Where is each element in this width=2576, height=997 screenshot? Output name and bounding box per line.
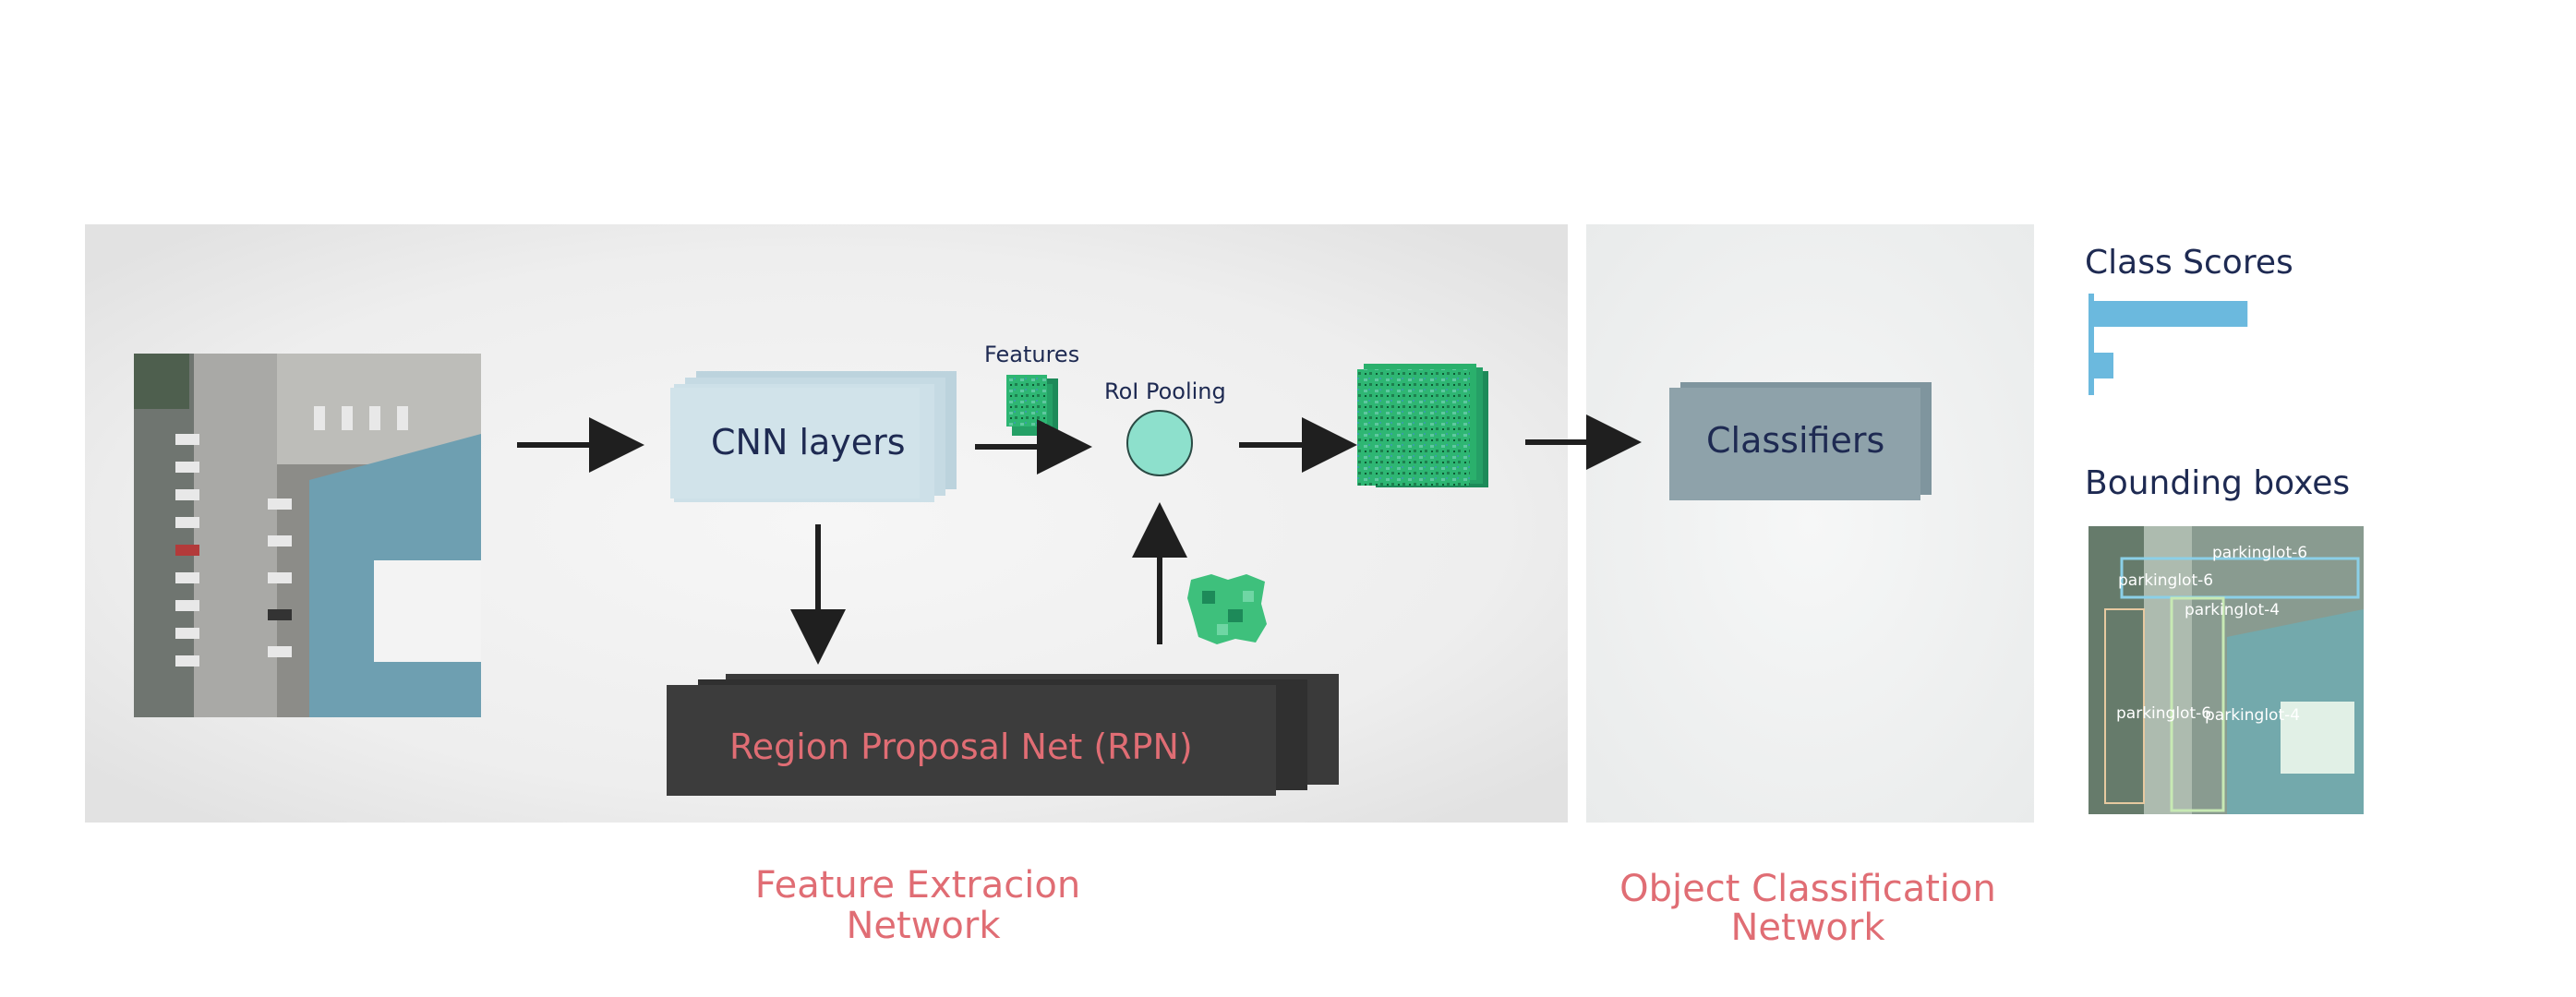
rpn-label: Region Proposal Net (RPN): [729, 727, 1193, 767]
detection-label-1: parkinglot-6: [2212, 544, 2307, 562]
roi-pooling-label: RoI Pooling: [1104, 378, 1226, 404]
class-score-bar-2: [2094, 353, 2113, 378]
cnn-layers-label: CNN layers: [711, 422, 906, 462]
bounding-boxes-label: Bounding boxes: [2085, 464, 2350, 502]
class-score-bars: [2088, 294, 2248, 395]
proposals-icon: [1187, 574, 1267, 644]
pooled-feature-map-icon: [1357, 364, 1488, 487]
section-object-classification: Object Classification Network: [1619, 868, 1996, 949]
detection-label-5: parkinglot-4: [2205, 706, 2300, 725]
detection-label-2: parkinglot-6: [2118, 571, 2213, 590]
section-feature-extraction: Feature Extracion Network: [755, 864, 1080, 947]
features-label: Features: [984, 342, 1079, 367]
section-feature-line1: Feature Extracion: [755, 864, 1080, 907]
classifiers-label: Classifiers: [1706, 420, 1884, 461]
classifiers-block: Classifiers: [1669, 382, 1932, 500]
input-image: [134, 354, 481, 717]
cnn-layers-block: CNN layers: [670, 371, 957, 502]
rpn-block: Region Proposal Net (RPN): [667, 674, 1339, 796]
section-object-line2: Network: [1730, 907, 1885, 949]
class-scores-label: Class Scores: [2085, 244, 2293, 282]
object-classification-panel: [1586, 224, 2034, 823]
detection-label-3: parkinglot-4: [2185, 601, 2280, 619]
section-feature-line2: Network: [846, 905, 1001, 947]
class-score-bar-1: [2094, 301, 2248, 327]
roi-pooling-node: [1126, 410, 1193, 476]
detection-label-4: parkinglot-6: [2116, 704, 2211, 723]
section-object-line1: Object Classification: [1619, 868, 1996, 910]
features-cube-icon: [1006, 375, 1058, 436]
detection-result-image: parkinglot-6 parkinglot-6 parkinglot-4 p…: [2088, 526, 2364, 814]
